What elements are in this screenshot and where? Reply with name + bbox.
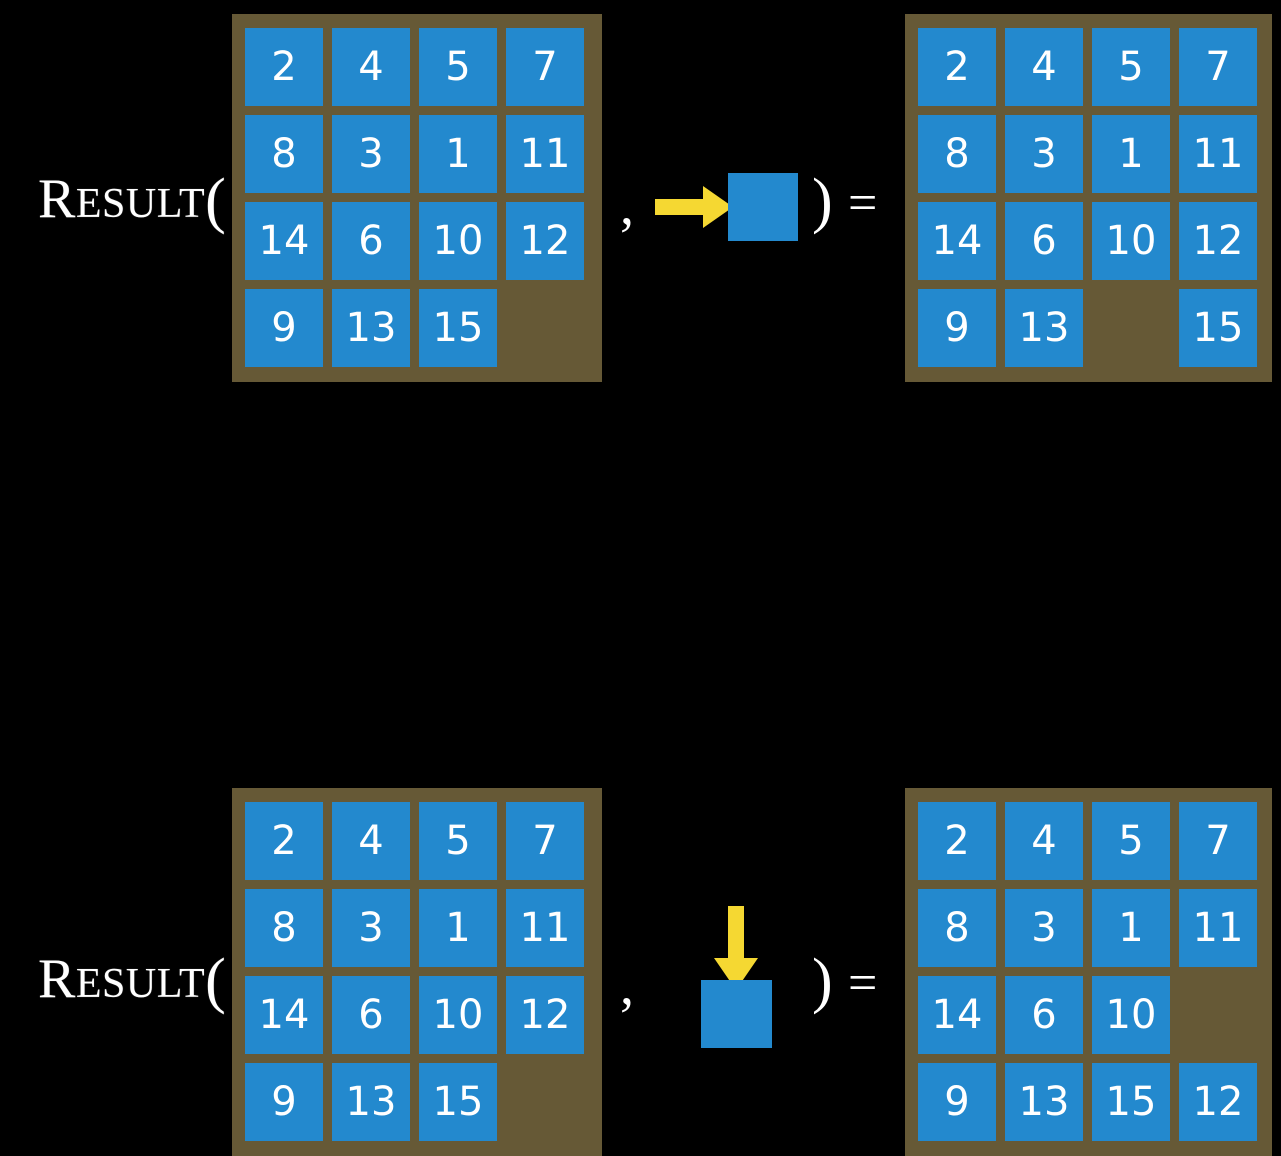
tile[interactable]: 13 (1005, 1063, 1083, 1141)
equals-sign-top: = (848, 175, 878, 232)
output-board-top[interactable]: 2 4 5 7 8 3 1 11 14 6 10 12 9 13 15 (905, 14, 1272, 382)
argument-separator-comma-bottom: , (620, 955, 634, 1017)
empty-slot[interactable] (1092, 289, 1170, 367)
tile[interactable]: 6 (332, 976, 410, 1054)
tile[interactable]: 5 (1092, 802, 1170, 880)
close-paren-bottom: ) (812, 947, 833, 1015)
tile[interactable]: 3 (1005, 889, 1083, 967)
tile[interactable]: 8 (245, 889, 323, 967)
result-function-label-bottom: RESULT( (38, 950, 226, 1012)
result-label-rest-bottom: ESULT (75, 961, 206, 1007)
tile-grid-output-top: 2 4 5 7 8 3 1 11 14 6 10 12 9 13 15 (918, 28, 1257, 367)
tile[interactable]: 15 (1092, 1063, 1170, 1141)
tile[interactable]: 2 (245, 802, 323, 880)
tile[interactable]: 12 (1179, 202, 1257, 280)
close-paren-top: ) (812, 167, 833, 235)
equals-sign-bottom: = (848, 955, 878, 1012)
tile[interactable]: 9 (918, 289, 996, 367)
argument-separator-comma-top: , (620, 175, 634, 237)
tile[interactable]: 3 (1005, 115, 1083, 193)
tile[interactable]: 11 (1179, 889, 1257, 967)
tile[interactable]: 4 (332, 28, 410, 106)
tile[interactable]: 5 (419, 28, 497, 106)
tile[interactable]: 15 (419, 289, 497, 367)
tile[interactable]: 4 (1005, 28, 1083, 106)
arrow-right-icon (655, 186, 733, 228)
tile[interactable]: 6 (1005, 976, 1083, 1054)
tile[interactable]: 12 (506, 976, 584, 1054)
arrow-down-icon (714, 906, 758, 990)
tile[interactable]: 3 (332, 889, 410, 967)
tile[interactable]: 2 (245, 28, 323, 106)
tile[interactable]: 11 (506, 115, 584, 193)
tile[interactable]: 2 (918, 802, 996, 880)
tile[interactable]: 7 (1179, 802, 1257, 880)
input-board-bottom[interactable]: 2 4 5 7 8 3 1 11 14 6 10 12 9 13 15 (232, 788, 602, 1156)
move-down-action-square[interactable] (701, 980, 772, 1048)
tile[interactable]: 7 (506, 28, 584, 106)
tile[interactable]: 9 (245, 1063, 323, 1141)
tile[interactable]: 4 (332, 802, 410, 880)
input-board-top[interactable]: 2 4 5 7 8 3 1 11 14 6 10 12 9 13 15 (232, 14, 602, 382)
tile[interactable]: 14 (918, 202, 996, 280)
tile[interactable]: 8 (918, 889, 996, 967)
equation-row-down-move: RESULT( 2 4 5 7 8 3 1 11 14 6 10 12 9 13… (0, 390, 1281, 1156)
empty-slot[interactable] (506, 1063, 584, 1141)
tile-grid-output-bottom: 2 4 5 7 8 3 1 11 14 6 10 9 13 15 12 (918, 802, 1257, 1141)
tile[interactable]: 12 (1179, 1063, 1257, 1141)
tile[interactable]: 13 (332, 1063, 410, 1141)
move-right-action-square[interactable] (728, 173, 798, 241)
tile[interactable]: 6 (1005, 202, 1083, 280)
tile[interactable]: 5 (1092, 28, 1170, 106)
tile-grid-input-top: 2 4 5 7 8 3 1 11 14 6 10 12 9 13 15 (245, 28, 584, 367)
tile[interactable]: 3 (332, 115, 410, 193)
tile[interactable]: 11 (1179, 115, 1257, 193)
tile[interactable]: 15 (1179, 289, 1257, 367)
tile[interactable]: 13 (332, 289, 410, 367)
tile-grid-input-bottom: 2 4 5 7 8 3 1 11 14 6 10 12 9 13 15 (245, 802, 584, 1141)
output-board-bottom[interactable]: 2 4 5 7 8 3 1 11 14 6 10 9 13 15 12 (905, 788, 1272, 1156)
tile[interactable]: 13 (1005, 289, 1083, 367)
tile[interactable]: 6 (332, 202, 410, 280)
result-label-capital-top: R (38, 168, 76, 230)
empty-slot[interactable] (506, 289, 584, 367)
tile[interactable]: 1 (419, 889, 497, 967)
result-label-capital-bottom: R (38, 948, 76, 1010)
tile[interactable]: 10 (419, 202, 497, 280)
tile[interactable]: 9 (918, 1063, 996, 1141)
tile[interactable]: 7 (1179, 28, 1257, 106)
tile[interactable]: 8 (918, 115, 996, 193)
tile[interactable]: 1 (419, 115, 497, 193)
tile[interactable]: 11 (506, 889, 584, 967)
tile[interactable]: 8 (245, 115, 323, 193)
tile[interactable]: 9 (245, 289, 323, 367)
equation-row-right-move: RESULT( 2 4 5 7 8 3 1 11 14 6 10 12 9 13… (0, 0, 1281, 390)
tile[interactable]: 10 (419, 976, 497, 1054)
tile[interactable]: 14 (245, 202, 323, 280)
result-label-open-paren-bottom: ( (205, 947, 227, 1015)
tile[interactable]: 2 (918, 28, 996, 106)
tile[interactable]: 12 (506, 202, 584, 280)
tile[interactable]: 4 (1005, 802, 1083, 880)
result-function-label-top: RESULT( (38, 170, 226, 232)
tile[interactable]: 10 (1092, 202, 1170, 280)
tile[interactable]: 10 (1092, 976, 1170, 1054)
result-label-open-paren-top: ( (205, 167, 227, 235)
tile[interactable]: 14 (245, 976, 323, 1054)
result-label-rest-top: ESULT (75, 181, 206, 227)
tile[interactable]: 15 (419, 1063, 497, 1141)
tile[interactable]: 1 (1092, 889, 1170, 967)
tile[interactable]: 5 (419, 802, 497, 880)
tile[interactable]: 7 (506, 802, 584, 880)
empty-slot[interactable] (1179, 976, 1257, 1054)
tile[interactable]: 14 (918, 976, 996, 1054)
tile[interactable]: 1 (1092, 115, 1170, 193)
